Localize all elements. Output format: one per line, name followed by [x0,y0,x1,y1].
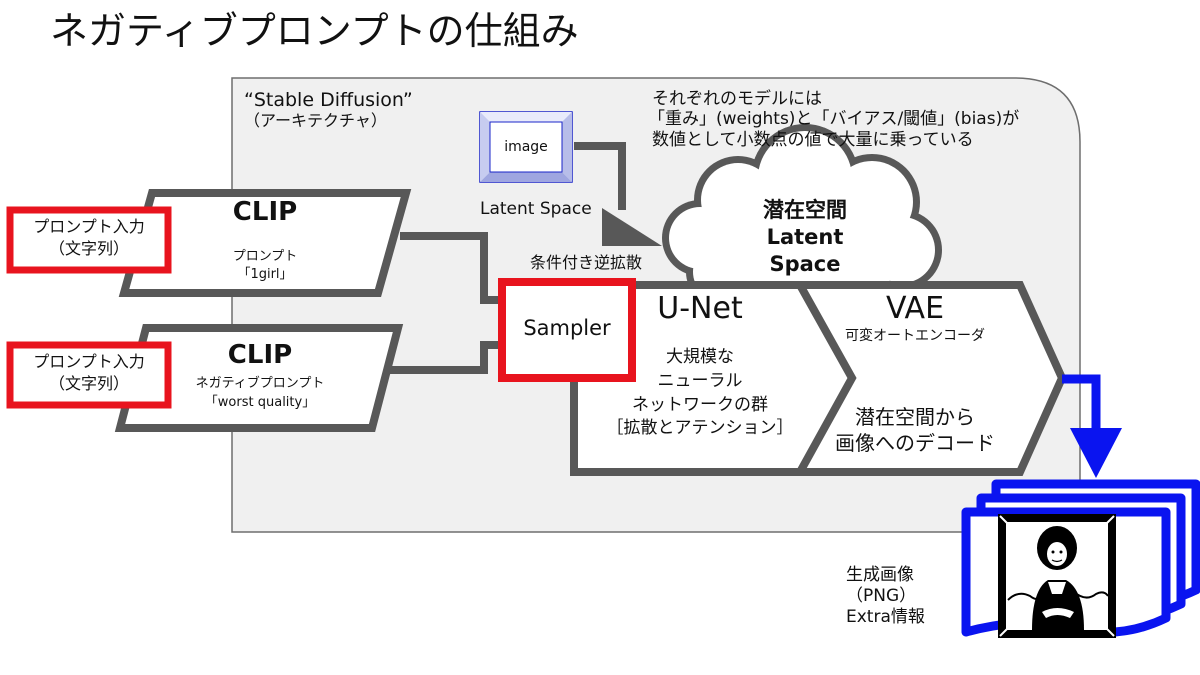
arrow-image-to-cloud [602,208,662,246]
sampler-label: Sampler [523,316,611,340]
portrait-frame-icon [998,514,1116,638]
output-caption-line1: 生成画像 [846,565,914,585]
clip-2-line1: ネガティブプロンプト [195,376,325,391]
input-1-sublabel: （文字列） [48,239,129,258]
connector-image-cloud [574,142,626,210]
image-label: image [504,139,548,155]
clip-2-title: CLIP [227,340,293,370]
input-1-label: プロンプト入力 [33,217,145,236]
vae-title: VAE [885,291,945,326]
unet-desc-line4: ［拡散とアテンション］ [606,418,794,438]
unet-desc-line3: ネットワークの群 [632,395,768,415]
latent-cloud-line3: Space [769,252,841,276]
latent-cloud [662,124,942,328]
image-box [479,111,573,183]
clip-2-line2: 「worst quality」 [204,395,316,410]
clip-1-line1: プロンプト [232,249,298,264]
connectors [390,142,626,374]
weights-note-line-1: それぞれのモデルには [652,89,822,109]
input-2-sublabel: （文字列） [48,374,129,393]
vae-desc-line2: 画像へのデコード [835,431,995,455]
slide-title: ネガティブプロンプトの仕組み [50,9,579,53]
weights-note-line-3: 数値として小数点の値で大量に乗っている [652,130,974,150]
output-arrow-line [1062,374,1101,430]
unet-desc-line2: ニューラル [657,371,743,391]
vae-desc-line1: 潜在空間から [855,405,975,429]
connector-clip2-sampler [390,341,500,374]
latent-cloud-line2: Latent [766,225,844,249]
connector-clip1-sampler [400,232,500,304]
input-box-1 [6,206,172,274]
unet-block [570,281,857,476]
input-2-label: プロンプト入力 [33,352,145,371]
unet-desc-line1: 大規模な [666,347,734,367]
output-caption-line2: （PNG） [846,586,917,606]
output-arrow-head [1070,428,1122,478]
sampler-box [498,278,636,382]
architecture-name: “Stable Diffusion” [244,89,413,111]
latent-space-caption: Latent Space [480,199,592,219]
latent-cloud-line1: 潜在空間 [763,198,847,222]
input-box-2 [6,341,172,409]
weights-note-line-2: 「重み」(weights)と「バイアス/閾値」(bias)が [648,109,1020,129]
architecture-subtitle: （アーキテクチャ） [244,111,387,130]
vae-subtitle: 可変オートエンコーダ [845,328,985,344]
output-caption-line3: Extra情報 [846,607,925,627]
sampler-caption: 条件付き逆拡散 [530,253,643,272]
clip-1-title: CLIP [232,197,298,227]
clip-1-line2: 「1girl」 [237,267,293,282]
unet-title: U-Net [657,291,743,326]
